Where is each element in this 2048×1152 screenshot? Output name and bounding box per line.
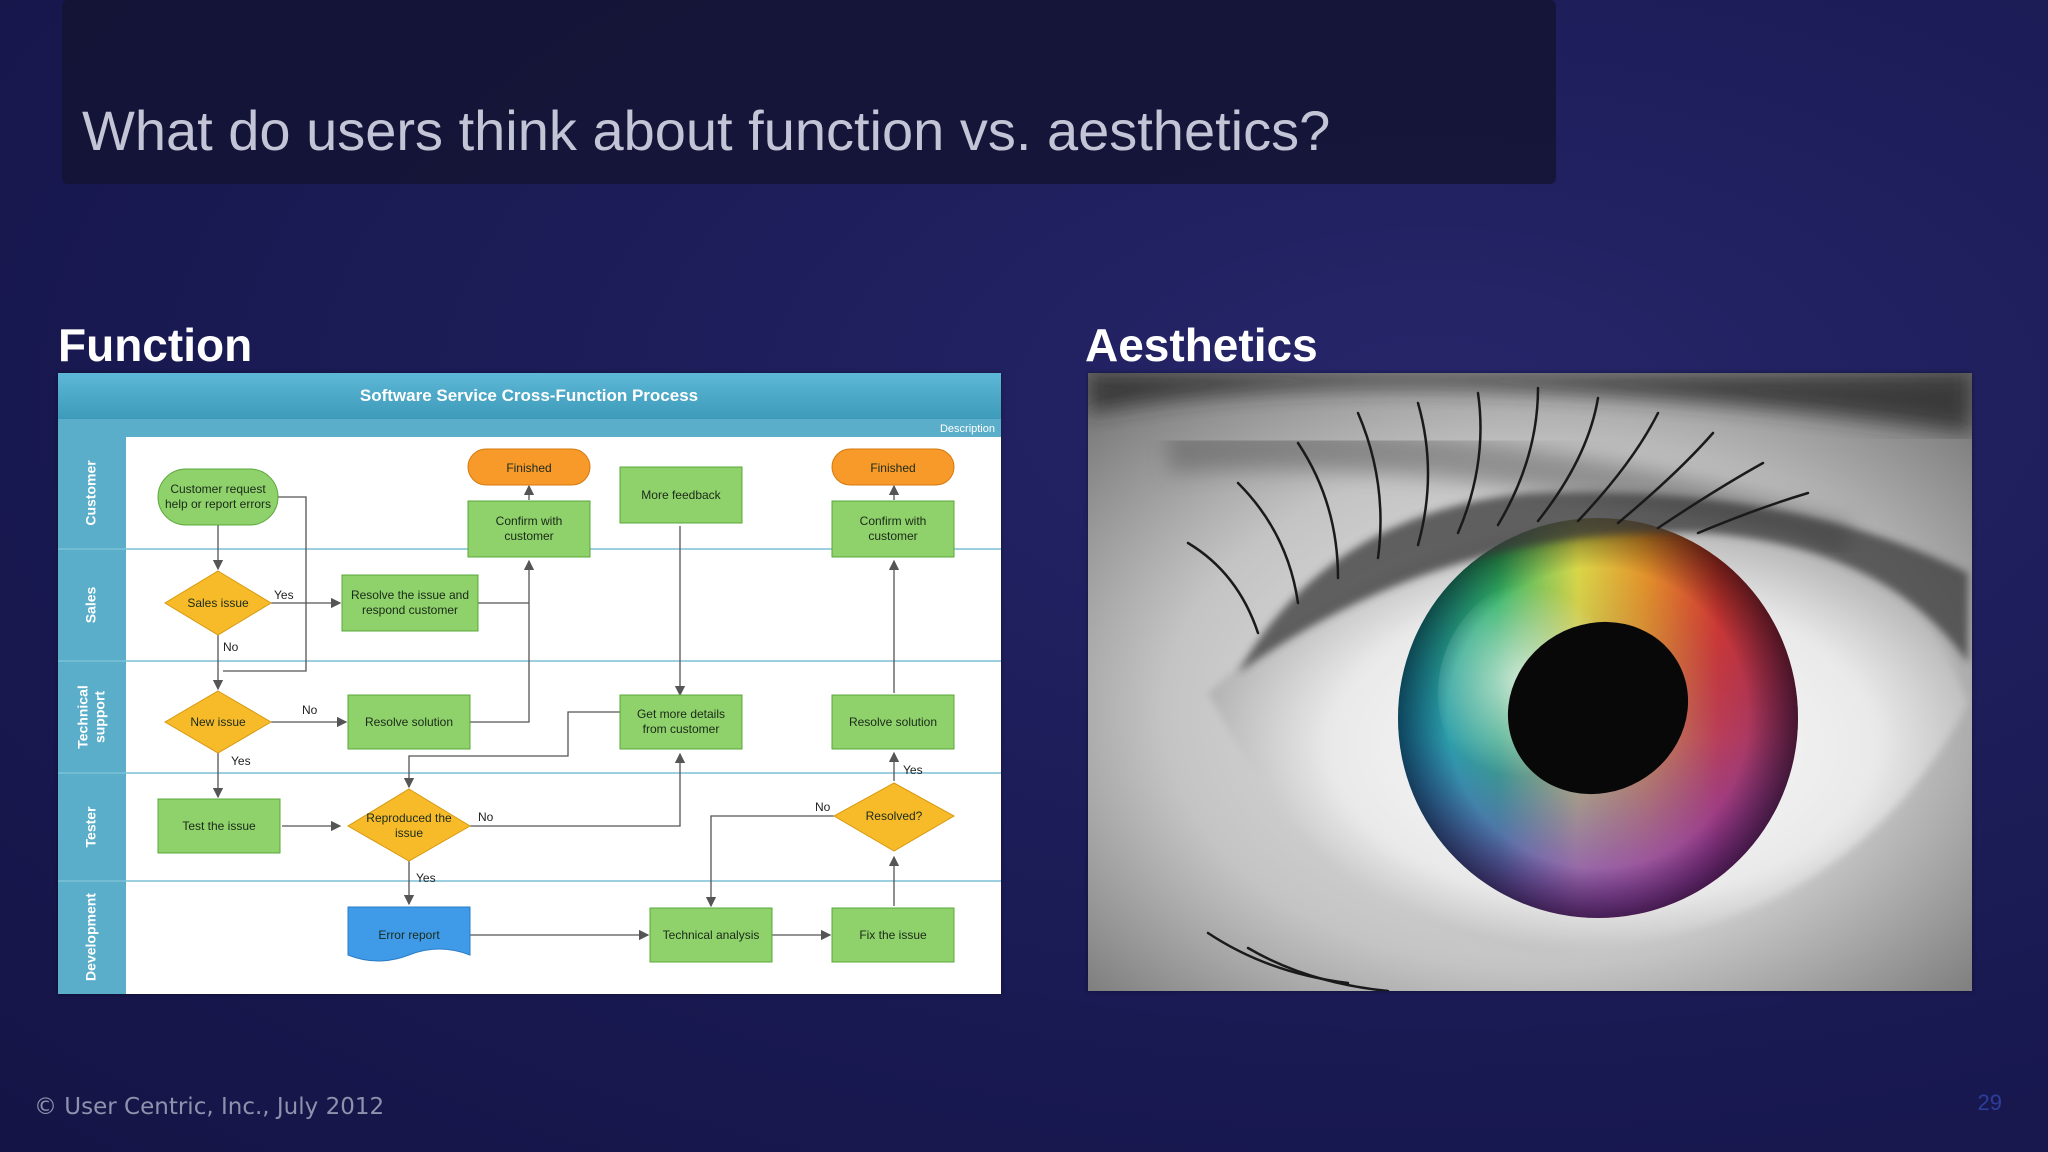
svg-text:Customer request: Customer request [170, 482, 266, 496]
svg-text:Confirm with: Confirm with [860, 514, 927, 528]
svg-text:customer: customer [504, 529, 553, 543]
eye-photo [1088, 373, 1972, 991]
edge-no-resolved: No [815, 800, 831, 814]
flowchart-header [58, 373, 1001, 419]
svg-text:Confirm with: Confirm with [496, 514, 563, 528]
node-more-feedback: More feedback [619, 466, 743, 524]
svg-text:Reproduced the: Reproduced the [366, 811, 452, 825]
edge-no-reproduced: No [478, 810, 494, 824]
svg-text:Sales issue: Sales issue [187, 596, 249, 610]
edge-no-new: No [302, 703, 318, 717]
svg-text:support: support [92, 691, 108, 743]
svg-text:Test the issue: Test the issue [182, 819, 256, 833]
pupil [1507, 621, 1689, 795]
node-sales-issue: Sales issue [164, 570, 272, 636]
node-finished-1: Finished [467, 448, 591, 486]
node-finished-2: Finished [831, 448, 955, 486]
node-new-issue: New issue [164, 690, 272, 754]
svg-text:Finished: Finished [506, 461, 551, 475]
node-resolved: Resolved? [832, 782, 956, 852]
page-number: 29 [1977, 1090, 2002, 1115]
footer-copyright: © User Centric, Inc., July 2012 [34, 1094, 385, 1120]
node-reproduced: Reproduced the issue [347, 788, 471, 862]
svg-text:Get more details: Get more details [637, 707, 725, 721]
node-test-issue: Test the issue [157, 798, 281, 854]
svg-text:respond customer: respond customer [362, 603, 458, 617]
flowchart-image: Software Service Cross-Function Process … [58, 373, 1001, 994]
lane-customer: Customer [83, 460, 99, 526]
aesthetics-label: Aesthetics [1085, 319, 1318, 371]
svg-text:Resolve solution: Resolve solution [365, 715, 453, 729]
node-resolve-respond: Resolve the issue and respond customer [341, 574, 479, 632]
node-technical-analysis: Technical analysis [649, 907, 773, 963]
node-confirm-1: Confirm with customer [467, 500, 591, 558]
lane-sales: Sales [83, 586, 99, 623]
svg-text:More feedback: More feedback [641, 488, 721, 502]
function-label: Function [58, 319, 253, 371]
edge-yes-resolved: Yes [903, 763, 923, 777]
lane-tester: Tester [83, 806, 99, 848]
node-resolve-solution-2: Resolve solution [831, 694, 955, 750]
svg-text:Fix the issue: Fix the issue [859, 928, 927, 942]
node-get-more-details: Get more details from customer [619, 694, 743, 750]
svg-text:Resolve solution: Resolve solution [849, 715, 937, 729]
svg-text:Technical: Technical [75, 685, 91, 749]
node-error-report: Error report [347, 906, 471, 962]
eyelashes [1186, 386, 1810, 991]
flowchart-title: Software Service Cross-Function Process [360, 386, 698, 405]
svg-text:customer: customer [868, 529, 917, 543]
lane-development: Development [83, 893, 99, 981]
svg-text:issue: issue [395, 826, 423, 840]
edge-yes-sales: Yes [274, 588, 294, 602]
node-fix-issue: Fix the issue [831, 907, 955, 963]
flowchart-diagram: Software Service Cross-Function Process … [58, 373, 1001, 994]
svg-text:Finished: Finished [870, 461, 915, 475]
svg-text:Resolved?: Resolved? [866, 809, 923, 823]
svg-text:Technical analysis: Technical analysis [663, 928, 760, 942]
eye-illustration [1088, 373, 1972, 991]
edge-yes-new: Yes [231, 754, 251, 768]
node-confirm-2: Confirm with customer [831, 500, 955, 558]
svg-text:New issue: New issue [190, 715, 246, 729]
description-label: Description [940, 423, 995, 435]
lane-technical-support: Technical support [75, 685, 108, 749]
svg-text:Error report: Error report [378, 928, 440, 942]
node-resolve-solution-1: Resolve solution [347, 694, 471, 750]
edge-no-sales: No [223, 640, 239, 654]
edge-yes-reproduced: Yes [416, 871, 436, 885]
svg-text:from customer: from customer [643, 722, 720, 736]
slide-title: What do users think about function vs. a… [82, 99, 1331, 162]
node-customer-request: Customer request help or report errors [157, 468, 279, 526]
svg-text:help or report errors: help or report errors [165, 497, 271, 511]
lane-bar [58, 437, 126, 994]
svg-text:Resolve the issue and: Resolve the issue and [351, 588, 469, 602]
title-box: What do users think about function vs. a… [62, 0, 1556, 184]
